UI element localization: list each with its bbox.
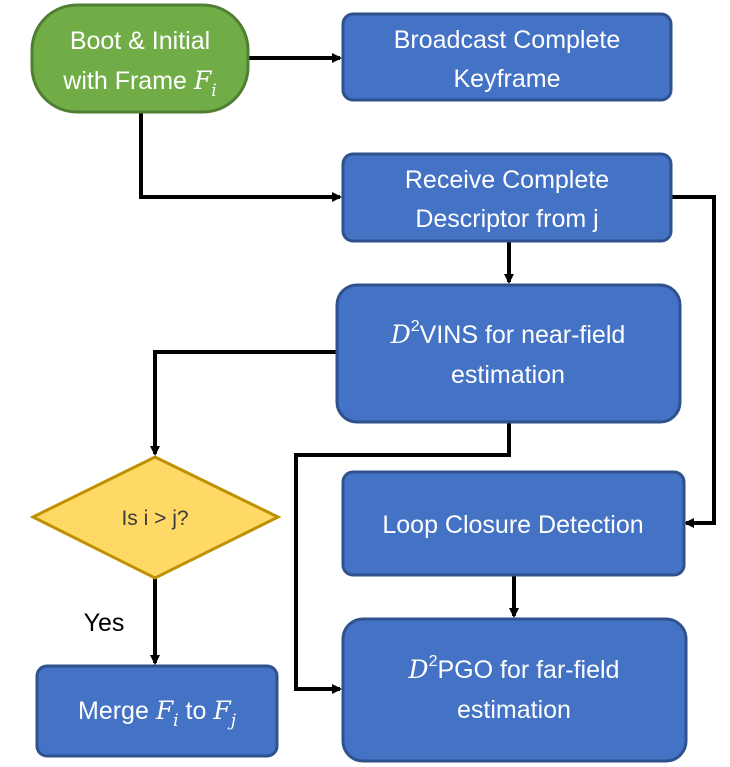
- receive-node-line2: Descriptor from j: [415, 205, 598, 233]
- receive-node: Receive Complete Descriptor from j: [341, 152, 673, 243]
- merge-node-text2: to: [179, 697, 214, 725]
- broadcast-node-line1: Broadcast Complete: [394, 26, 621, 54]
- merge-node-sub2: j: [227, 711, 237, 731]
- boot-node: Boot & Initial with Frame Fi: [30, 3, 250, 114]
- vins-node-var: D: [390, 320, 411, 349]
- decision-node: Is i > j?: [29, 455, 282, 580]
- receive-node-line1: Receive Complete: [405, 166, 609, 194]
- loop-node-label: Loop Closure Detection: [382, 511, 643, 539]
- pgo-node-line2: estimation: [457, 696, 571, 724]
- merge-node-text1: Merge: [78, 697, 156, 725]
- merge-node-var1: F: [155, 696, 175, 725]
- decision-node-label: Is i > j?: [121, 507, 188, 530]
- edge-receive-to-loop: [671, 195, 716, 528]
- boot-node-frame-var: F: [193, 66, 213, 95]
- boot-node-line2: with Frame Fi: [62, 66, 216, 101]
- broadcast-node: Broadcast Complete Keyframe: [341, 12, 673, 102]
- boot-node-line2-text: with Frame: [62, 67, 194, 95]
- vins-node-sup: 2: [411, 318, 420, 335]
- merge-node: Merge Fi to Fj: [35, 664, 279, 758]
- vins-node-line1: D2VINS for near-field: [390, 318, 626, 349]
- vins-node-line1-rest: VINS for near-field: [420, 321, 626, 349]
- pgo-node-sup: 2: [429, 653, 438, 670]
- broadcast-node-line2: Keyframe: [454, 65, 561, 93]
- pgo-node-line1: D2PGO for far-field: [408, 653, 620, 684]
- merge-node-sub1: i: [173, 711, 178, 731]
- vins-node: D2VINS for near-field estimation: [335, 283, 682, 424]
- merge-node-label: Merge Fi to Fj: [78, 696, 237, 731]
- pgo-node-line1-rest: PGO for far-field: [437, 656, 619, 684]
- edge-vins-to-pgo: [294, 422, 511, 694]
- edge-vins-to-decision: [150, 350, 337, 456]
- vins-node-line2: estimation: [451, 361, 565, 389]
- loop-node: Loop Closure Detection: [341, 470, 686, 577]
- pgo-node: D2PGO for far-field estimation: [341, 617, 688, 763]
- boot-node-frame-sub: i: [211, 81, 216, 101]
- boot-node-line1: Boot & Initial: [70, 27, 210, 55]
- yes-edge-label: Yes: [84, 609, 125, 637]
- edge-boot-to-receive: [139, 112, 342, 202]
- pgo-node-var: D: [408, 655, 429, 684]
- merge-node-var2: F: [212, 696, 232, 725]
